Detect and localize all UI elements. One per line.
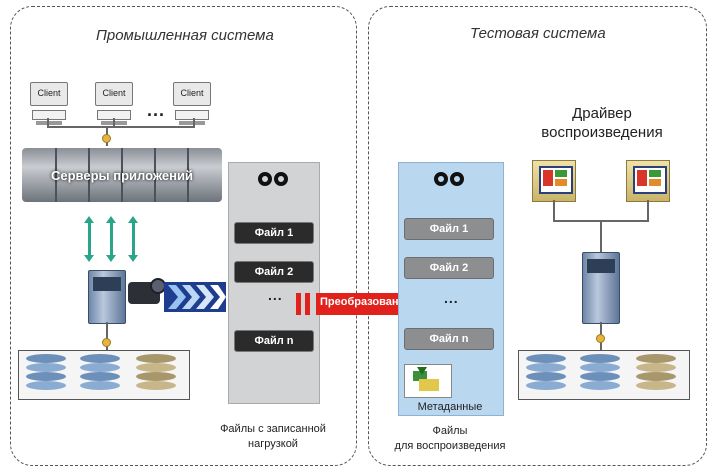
conversion-label: Преобразование xyxy=(320,296,412,308)
disk-icon xyxy=(632,352,680,396)
replay-driver-title: Драйвер воспроизведения xyxy=(541,105,663,141)
disk-icon xyxy=(76,352,124,396)
disk-icon xyxy=(132,352,180,396)
test-database-server-icon xyxy=(582,252,620,324)
metadata-label: Метаданные xyxy=(417,401,483,413)
replay-network-line xyxy=(647,200,649,222)
replay-client-icon xyxy=(626,160,670,202)
client-computer: Client xyxy=(30,82,68,126)
client-network-line xyxy=(113,118,115,128)
recorded-files-panel xyxy=(228,162,320,404)
replay-client-icon xyxy=(532,160,576,202)
client-network-line xyxy=(193,118,195,128)
conversion-bar-icon xyxy=(296,293,301,315)
disk-icon xyxy=(522,352,570,396)
capture-stream-icon xyxy=(164,282,226,312)
replay-network-line xyxy=(600,220,602,256)
clients-ellipsis: ... xyxy=(147,100,166,120)
replay-file-item: Файл 1 xyxy=(404,218,494,240)
recorded-file-item: Файл 1 xyxy=(234,222,314,244)
double-arrow-icon xyxy=(84,216,94,262)
disk-icon xyxy=(22,352,70,396)
client-label: Client xyxy=(102,88,126,98)
client-computer: Client xyxy=(95,82,133,126)
recorded-file-item: Файл n xyxy=(234,330,314,352)
test-system-title: Тестовая система xyxy=(470,25,606,42)
recorded-files-caption: Файлы с записанной нагрузкой xyxy=(220,423,326,450)
replay-files-ellipsis: ... xyxy=(444,290,459,306)
metadata-icon xyxy=(404,364,452,398)
recorded-files-ellipsis: ... xyxy=(268,287,283,303)
network-connector-icon xyxy=(102,338,111,347)
double-arrow-icon xyxy=(128,216,138,262)
client-label: Client xyxy=(37,88,61,98)
network-connector-icon xyxy=(596,334,605,343)
recorded-file-item: Файл 2 xyxy=(234,261,314,283)
application-servers xyxy=(22,148,222,202)
client-network-line xyxy=(47,118,49,128)
replay-network-line xyxy=(553,200,555,222)
client-label: Client xyxy=(180,88,204,98)
database-server-icon xyxy=(88,270,126,324)
production-system-title: Промышленная система xyxy=(96,27,274,44)
network-connector-icon xyxy=(102,134,111,143)
storage-link-line xyxy=(106,322,108,350)
conversion-bar-icon xyxy=(305,293,310,315)
double-arrow-icon xyxy=(106,216,116,262)
disk-icon xyxy=(576,352,624,396)
client-network-line xyxy=(47,126,195,128)
application-servers-label: Серверы приложений xyxy=(50,168,194,183)
replay-files-caption: Файлы для воспроизведения xyxy=(394,425,506,452)
client-computer: Client xyxy=(173,82,211,126)
replay-file-item: Файл 2 xyxy=(404,257,494,279)
tape-reel-icon xyxy=(432,172,468,194)
replay-file-item: Файл n xyxy=(404,328,494,350)
tape-reel-icon xyxy=(256,172,292,194)
